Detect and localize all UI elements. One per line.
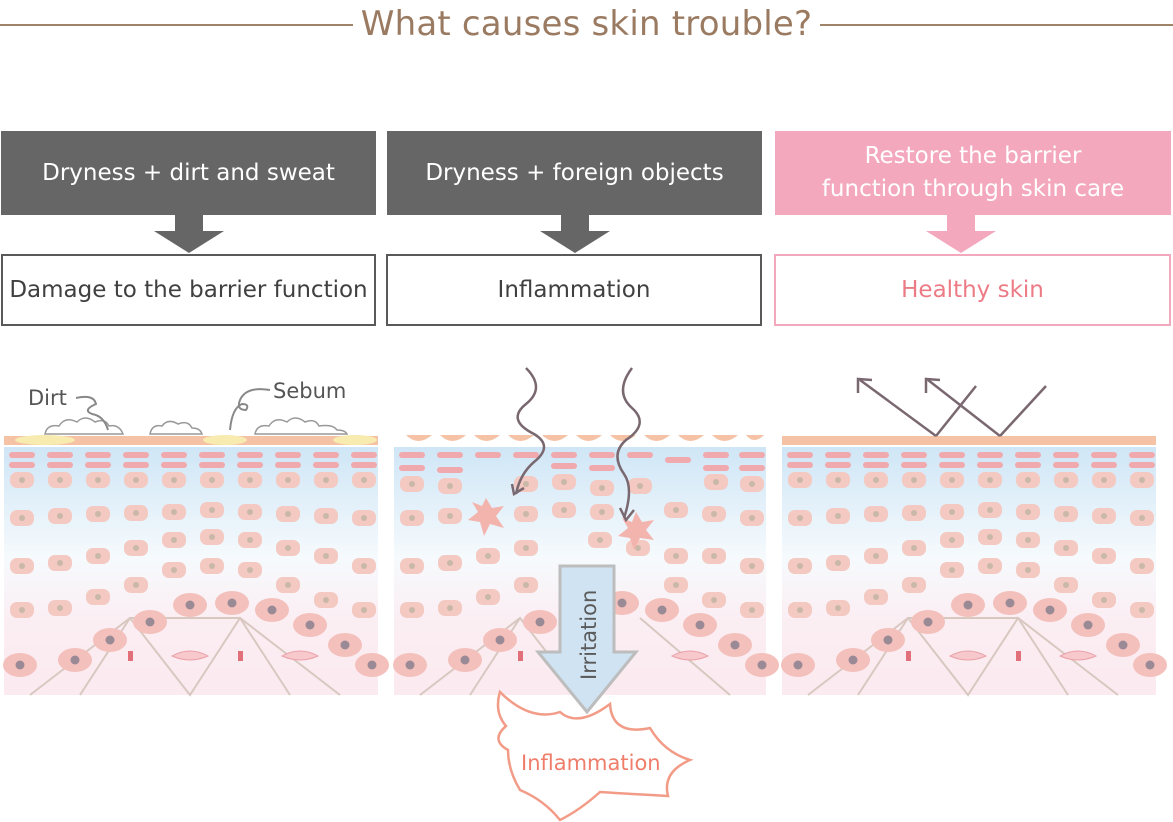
skin-panel-healthy xyxy=(781,377,1167,697)
title-rule-left xyxy=(0,24,382,26)
cause-box-3: Restore the barrier function through ski… xyxy=(775,131,1171,215)
down-arrow-2 xyxy=(540,215,610,253)
result-label-3: Healthy skin xyxy=(901,277,1044,303)
title-rule-right xyxy=(796,24,1173,26)
inflammation-burst: Inflammation xyxy=(496,689,694,822)
dirt-label: Dirt xyxy=(28,386,67,410)
result-box-1: Damage to the barrier function xyxy=(1,254,376,326)
skin-panel-damaged: Dirt Sebum xyxy=(3,379,389,697)
cause-box-1: Dryness + dirt and sweat xyxy=(1,131,376,215)
skin-panel-inflamed: Irritation Inflammation xyxy=(393,367,779,822)
cause-box-2: Dryness + foreign objects xyxy=(387,131,762,215)
cause-label-1: Dryness + dirt and sweat xyxy=(42,159,335,186)
inflammation-burst-label: Inflammation xyxy=(521,751,661,775)
irritation-arrow: Irritation xyxy=(534,564,640,715)
sebum-label: Sebum xyxy=(273,379,346,403)
cause-label-3: Restore the barrier function through ski… xyxy=(821,143,1125,202)
down-arrow-1 xyxy=(154,215,224,253)
result-box-3: Healthy skin xyxy=(774,254,1171,326)
down-arrow-3 xyxy=(926,215,996,253)
result-label-1: Damage to the barrier function xyxy=(9,277,368,303)
page-title: What causes skin trouble? xyxy=(0,4,1173,44)
irritation-label: Irritation xyxy=(577,590,601,680)
result-box-2: Inflammation xyxy=(386,254,762,326)
title-bar: What causes skin trouble? xyxy=(0,0,1173,52)
cause-label-2: Dryness + foreign objects xyxy=(425,159,724,186)
result-label-2: Inflammation xyxy=(497,277,651,303)
